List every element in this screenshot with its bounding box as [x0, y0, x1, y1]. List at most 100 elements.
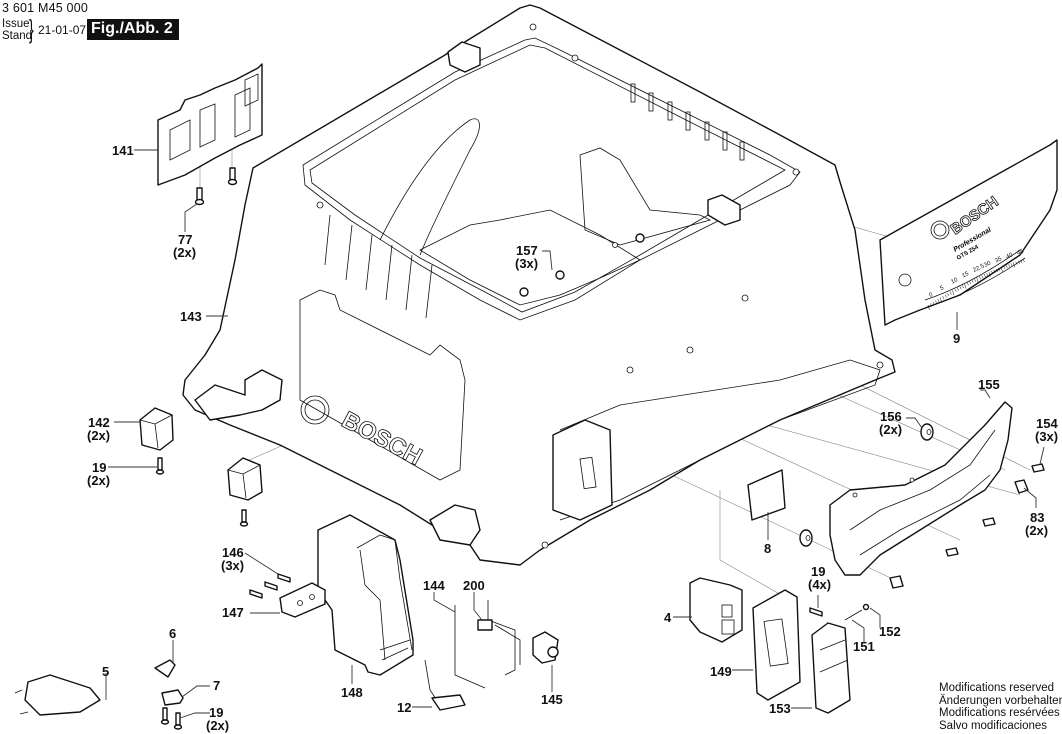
- scale-tick-mark: [978, 276, 981, 280]
- scale-tick-mark: [930, 303, 933, 307]
- part-154-screws: [945, 463, 1045, 557]
- part-156-washers: [799, 423, 934, 547]
- part-155-cover-plate: [829, 401, 1013, 576]
- label-153: 153: [769, 701, 791, 716]
- scale-tick-mark: [988, 271, 991, 277]
- label-12: 12: [397, 700, 411, 715]
- scale-tick-label: 22.5: [972, 263, 986, 274]
- label-142: 142: [88, 415, 110, 430]
- scale-tick-mark: [937, 298, 940, 303]
- scale-tick-mark: [961, 284, 964, 289]
- scale-tick-mark: [935, 300, 938, 304]
- label-144: 144: [423, 578, 445, 593]
- part-148-housing: [317, 514, 414, 676]
- part-152-spring: [862, 603, 870, 611]
- leader-lines: [105, 149, 1045, 719]
- part-153-cover: [811, 622, 851, 714]
- part-4-switch: [689, 577, 743, 643]
- scale-tick-mark: [976, 277, 979, 283]
- label-4: 4: [664, 610, 672, 625]
- label-141: 141: [112, 143, 134, 158]
- part-142-feet: [139, 407, 263, 501]
- label-156: 156: [880, 409, 902, 424]
- figure-label: Fig./Abb. 2: [87, 19, 179, 40]
- scale-tick-mark: [966, 282, 969, 286]
- scale-tick-label: 5: [939, 285, 945, 292]
- scale-tick-mark: [942, 295, 945, 300]
- label-157: 157: [516, 243, 538, 258]
- part-77-screws: [194, 167, 238, 206]
- scale-tick-mark: [947, 293, 950, 297]
- part-19-screws-lower: [160, 707, 183, 730]
- label-156-qty: (2x): [879, 422, 902, 437]
- brace-glyph: }: [29, 14, 34, 44]
- part-83-spacers: [889, 479, 1029, 589]
- label-19-right: 19: [811, 564, 825, 579]
- notice-fr: Modifications resérvées: [939, 707, 1060, 719]
- scale-tick-label: 35: [994, 256, 1003, 265]
- label-6: 6: [169, 626, 176, 641]
- label-151: 151: [853, 639, 875, 654]
- scale-tick-mark: [986, 272, 989, 277]
- part-12-cable: [424, 659, 466, 711]
- vent-slots: [630, 83, 745, 161]
- scale-tick-mark: [932, 301, 935, 306]
- label-19-left-qty: (2x): [87, 473, 110, 488]
- stand-label: Stand: [2, 30, 33, 42]
- part-9-decal: BOSCH Professional GTS 254 05101522.5303…: [879, 139, 1058, 326]
- scale-tick-mark: [954, 288, 957, 293]
- scale-tick-label: 0: [928, 292, 934, 299]
- scale-tick-mark: [1005, 264, 1008, 269]
- notice-en: Modifications reserved: [939, 682, 1055, 694]
- scale-tick-mark: [983, 273, 986, 278]
- scale-tick-mark: [952, 290, 955, 296]
- scale-tick-mark: [956, 287, 959, 291]
- part-19-screws-left: [155, 457, 249, 527]
- scale-tick-label: 10: [950, 277, 959, 286]
- issue-date: 21-01-07: [38, 23, 87, 37]
- scale-tick-label: 40: [1005, 252, 1014, 261]
- label-154-qty: (3x): [1035, 429, 1058, 444]
- notice-es: Salvo modificaciones: [939, 719, 1048, 732]
- scale-tick-mark: [1000, 266, 1003, 273]
- scale-tick-mark: [1015, 261, 1018, 265]
- label-19-right-qty: (4x): [808, 577, 831, 592]
- part-141-bracket: [157, 63, 263, 186]
- scale-tick-mark: [974, 278, 977, 282]
- label-9: 9: [953, 331, 960, 346]
- scale-tick-mark: [995, 268, 998, 273]
- label-83: 83: [1030, 510, 1044, 525]
- scale-tick-mark: [993, 269, 996, 274]
- label-143: 143: [180, 309, 202, 324]
- issue-stand-label: Issue Stand: [2, 18, 32, 42]
- label-148: 148: [341, 685, 363, 700]
- label-154: 154: [1036, 416, 1058, 431]
- scale-tick-mark: [959, 286, 962, 290]
- part-labels: 141 77 (2x) 143 157 (3x) 9 142 (2x) 19 (…: [87, 143, 1058, 733]
- scale-tick-mark: [939, 297, 942, 303]
- scale-tick-mark: [964, 283, 967, 289]
- scale-tick-mark: [944, 294, 947, 298]
- label-77-qty: (2x): [173, 245, 196, 260]
- label-152: 152: [879, 624, 901, 639]
- scale-tick-mark: [927, 304, 930, 311]
- label-83-qty: (2x): [1025, 523, 1048, 538]
- part-151-pin: [844, 609, 863, 621]
- part-149-frame: [752, 589, 801, 701]
- label-146: 146: [222, 545, 244, 560]
- label-8: 8: [764, 541, 771, 556]
- part-8-label: [747, 469, 786, 521]
- part-146-screws: [249, 573, 291, 599]
- part-5-6-power-cord: [14, 620, 307, 716]
- label-19-left: 19: [92, 460, 106, 475]
- label-200: 200: [463, 578, 485, 593]
- scale-tick-mark: [971, 279, 974, 283]
- scale-tick-label: 45: [1016, 248, 1025, 257]
- part-144-200-wiring: [454, 600, 521, 689]
- scale-tick-label: 30: [983, 260, 992, 269]
- scale-tick-mark: [981, 274, 984, 279]
- label-5: 5: [102, 664, 109, 679]
- scale-tick-mark: [949, 291, 952, 295]
